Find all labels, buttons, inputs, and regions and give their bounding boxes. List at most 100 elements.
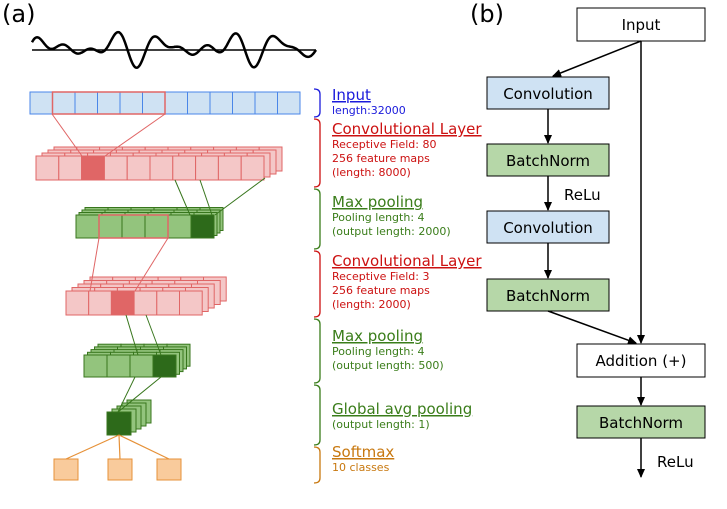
connector-line xyxy=(89,237,100,292)
conv1-cell xyxy=(172,155,197,181)
residual-block: Input Convolution BatchNorm ReLu Convolu… xyxy=(486,7,706,478)
batchnorm-node-1-label: BatchNorm xyxy=(506,152,590,170)
pool2-cell xyxy=(129,354,154,378)
pool2-cell xyxy=(152,354,177,378)
section-bracket xyxy=(313,250,321,318)
panel-a-label: (a) xyxy=(2,0,35,28)
section-bracket xyxy=(313,188,321,250)
receptive-field-window xyxy=(51,91,166,115)
softmax-edge xyxy=(118,434,170,460)
input-cell xyxy=(277,91,301,115)
section-detail: 256 feature maps xyxy=(332,284,430,297)
relu-label-2: ReLu xyxy=(657,453,694,471)
conv2-cell xyxy=(88,290,112,316)
input-cell xyxy=(254,91,278,115)
conv2-cell xyxy=(179,290,203,316)
pool1-cell xyxy=(98,214,123,239)
layer-connectors xyxy=(51,113,266,413)
conv-layer-1-maps xyxy=(35,146,283,181)
section-detail: (length: 8000) xyxy=(332,166,411,179)
conv1-cell xyxy=(126,155,151,181)
section-detail: (length: 2000) xyxy=(332,298,411,311)
arrow-bn2-to-addition xyxy=(547,310,637,345)
input-cell xyxy=(119,91,143,115)
input-cell xyxy=(209,91,233,115)
connector-line xyxy=(51,113,83,157)
conv1-cell xyxy=(240,155,265,181)
section-detail: (output length: 1) xyxy=(332,418,430,431)
section-detail: (output length: 2000) xyxy=(332,225,451,238)
convolution-node-1-label: Convolution xyxy=(503,85,593,103)
conv2-cell xyxy=(110,290,135,316)
pool1-cell xyxy=(75,214,100,239)
section-bracket xyxy=(313,318,321,384)
input-cell xyxy=(164,91,188,115)
input-cell xyxy=(29,91,53,115)
input-cell xyxy=(74,91,98,115)
section-bracket xyxy=(313,118,321,188)
conv2-cell xyxy=(65,290,90,316)
connector-line xyxy=(117,376,162,413)
addition-node-label: Addition (+) xyxy=(596,352,687,370)
connector-line xyxy=(125,314,139,356)
section-bracket xyxy=(313,384,321,446)
section-title: Convolutional Layer xyxy=(332,252,482,270)
conv-layer-2-maps xyxy=(65,276,227,316)
pool1-cell xyxy=(167,214,192,239)
batchnorm-node-2-label: BatchNorm xyxy=(506,287,590,305)
input-cell xyxy=(187,91,211,115)
convolution-node-2 xyxy=(486,210,610,244)
arrow-input-to-conv1 xyxy=(552,40,642,77)
relu-label-1: ReLu xyxy=(564,186,601,204)
conv2-cell xyxy=(156,290,181,316)
section-title: Input xyxy=(332,86,371,104)
gap-cell xyxy=(106,411,132,436)
conv1-cell xyxy=(35,155,60,181)
section-title: Convolutional Layer xyxy=(332,120,482,138)
softmax-outputs xyxy=(53,434,182,481)
section-detail: Receptive Field: 80 xyxy=(332,138,436,151)
input-waveform xyxy=(30,30,318,69)
connector-line xyxy=(104,113,166,157)
section-detail: length:32000 xyxy=(332,104,406,117)
section-detail: (output length: 500) xyxy=(332,359,444,372)
convolution-node-2-label: Convolution xyxy=(503,219,593,237)
input-node-label: Input xyxy=(622,16,661,34)
connector-line xyxy=(214,177,266,216)
pool2-cell xyxy=(83,354,108,378)
batchnorm-node-1 xyxy=(486,143,610,177)
conv1-cell xyxy=(58,155,83,181)
softmax-edge xyxy=(65,434,120,460)
connector-line xyxy=(145,314,162,356)
pool1-cell xyxy=(190,214,215,239)
input-strip xyxy=(29,91,301,115)
max-pool-2-maps xyxy=(83,343,191,378)
conv1-cell xyxy=(195,155,219,181)
batchnorm-node-3-label: BatchNorm xyxy=(599,414,683,432)
pool1-cell xyxy=(144,214,169,239)
section-title: Max pooling xyxy=(332,327,423,345)
section-detail: Receptive Field: 3 xyxy=(332,270,429,283)
addition-node xyxy=(576,343,706,378)
softmax-edge xyxy=(118,434,121,460)
input-cell xyxy=(97,91,121,115)
max-pool-1-maps xyxy=(75,207,224,239)
input-cell xyxy=(232,91,256,115)
connector-line xyxy=(117,376,136,413)
section-detail: 256 feature maps xyxy=(332,152,430,165)
global-avg-pool-maps xyxy=(106,399,152,436)
batchnorm-node-3 xyxy=(576,405,706,439)
section-title: Global avg pooling xyxy=(332,400,472,418)
convolution-node-1 xyxy=(486,76,610,110)
connector-line xyxy=(199,179,213,216)
panel-b-label: (b) xyxy=(470,0,504,28)
section-detail: Pooling length: 4 xyxy=(332,211,425,224)
section-title: Max pooling xyxy=(332,193,423,211)
section-bracket xyxy=(313,88,321,118)
connector-line xyxy=(134,237,169,292)
conv1-cell xyxy=(81,155,105,181)
pool1-receptive-window xyxy=(98,214,169,239)
pool1-cell xyxy=(121,214,146,239)
input-cell xyxy=(142,91,166,115)
